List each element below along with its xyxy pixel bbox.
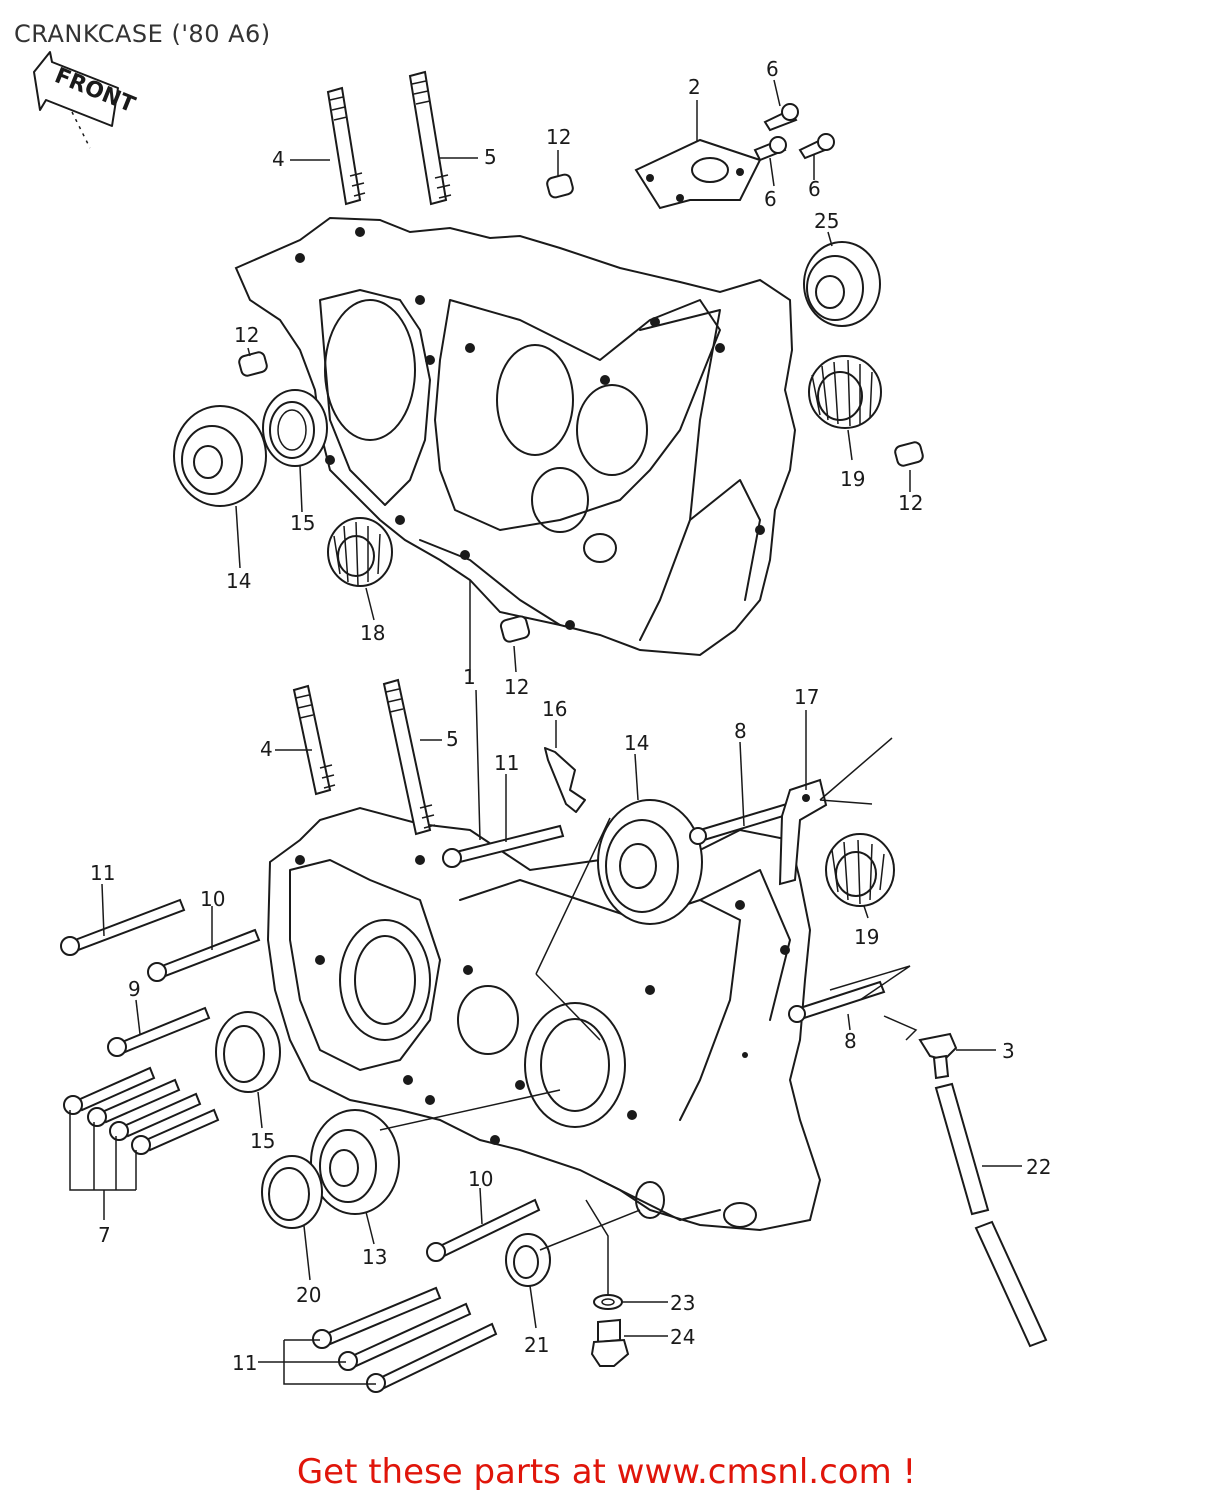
callout-12-left: 12 <box>234 323 259 347</box>
callout-17: 17 <box>794 685 819 709</box>
callout-14-upper: 14 <box>226 569 251 593</box>
bearing-14-lower <box>597 799 703 925</box>
callout-11-upper: 11 <box>494 751 519 775</box>
needle-bearing-18 <box>327 517 393 587</box>
callout-15-upper: 15 <box>290 511 315 535</box>
footer-link[interactable]: Get these parts at www.cmsnl.com ! <box>296 1452 917 1492</box>
callout-9: 9 <box>128 977 141 1001</box>
dowel-12-mid <box>499 615 531 643</box>
callout-12-right: 12 <box>898 491 923 515</box>
callout-4-lower: 4 <box>260 737 273 761</box>
callout-5-lower: 5 <box>446 727 459 751</box>
screws-6 <box>753 103 835 162</box>
bolts-11-bottom <box>312 1286 498 1393</box>
callout-25: 25 <box>814 209 839 233</box>
dowel-12-right <box>894 441 924 467</box>
callout-8-upper: 8 <box>734 719 747 743</box>
callout-23: 23 <box>670 1291 695 1315</box>
seal-15-lower <box>215 1011 281 1093</box>
callout-11-left: 11 <box>90 861 115 885</box>
leader-lines <box>69 79 1022 1385</box>
bearing-13 <box>310 1109 400 1215</box>
callout-1: 1 <box>463 665 476 689</box>
callout-4-upper: 4 <box>272 147 285 171</box>
stud-4-upper <box>326 86 366 206</box>
callout-11-bottom: 11 <box>232 1351 257 1375</box>
upper-crankcase-half <box>234 216 797 657</box>
callout-2: 2 <box>688 75 701 99</box>
callout-labels: 1 2 3 4 4 5 5 6 6 6 7 8 8 9 10 10 11 11 … <box>90 57 1051 1375</box>
callout-12-mid: 12 <box>504 675 529 699</box>
seal-20 <box>261 1155 323 1229</box>
bearing-14-upper <box>173 405 267 507</box>
callout-19-lower: 19 <box>854 925 879 949</box>
bolt-9 <box>107 1006 211 1057</box>
drain-plug-24 <box>590 1318 630 1367</box>
bracket-2 <box>634 138 762 210</box>
callout-5-upper: 5 <box>484 145 497 169</box>
bearing-25 <box>803 241 881 327</box>
crankcase-exploded-diagram: FRONT <box>33 51 1051 1393</box>
bracket-17 <box>778 778 828 886</box>
callout-15-lower: 15 <box>250 1129 275 1153</box>
callout-22: 22 <box>1026 1155 1051 1179</box>
callout-14-lower: 14 <box>624 731 649 755</box>
callout-3: 3 <box>1002 1039 1015 1063</box>
bolt-8-lower <box>788 980 886 1023</box>
callout-21: 21 <box>524 1333 549 1357</box>
callout-7: 7 <box>98 1223 111 1247</box>
washer-23 <box>593 1294 623 1310</box>
callout-13: 13 <box>362 1245 387 1269</box>
bolt-11-left <box>60 898 186 956</box>
callout-20: 20 <box>296 1283 321 1307</box>
stud-5-lower <box>382 678 436 836</box>
dowel-12-left <box>238 351 268 377</box>
bolt-10-left <box>147 928 261 982</box>
hose-22 <box>934 1082 1048 1348</box>
front-label: FRONT <box>51 63 138 118</box>
front-arrow-icon: FRONT <box>33 51 138 149</box>
bolt-11-upper <box>442 824 565 868</box>
stud-5-upper <box>408 70 452 206</box>
seal-21 <box>505 1233 551 1287</box>
bolts-7 <box>63 1066 220 1155</box>
stud-4-lower <box>292 684 336 796</box>
page-title: CRANKCASE ('80 A6) <box>14 20 271 48</box>
needle-bearing-19-lower <box>825 833 895 907</box>
callout-12-top: 12 <box>546 125 571 149</box>
bolt-10-lower <box>426 1198 541 1262</box>
seal-15-upper <box>262 389 328 467</box>
callout-10-lower: 10 <box>468 1167 493 1191</box>
callout-6-top: 6 <box>766 57 779 81</box>
callout-10-left: 10 <box>200 887 225 911</box>
lower-crankcase-half <box>266 806 822 1232</box>
needle-bearing-19-upper <box>808 355 882 429</box>
callout-6-mid: 6 <box>764 187 777 211</box>
callout-16: 16 <box>542 697 567 721</box>
callout-24: 24 <box>670 1325 695 1349</box>
callout-18: 18 <box>360 621 385 645</box>
fitting-3 <box>918 1032 958 1080</box>
clip-16 <box>544 747 586 813</box>
callout-19-upper: 19 <box>840 467 865 491</box>
callout-8-lower: 8 <box>844 1029 857 1053</box>
dowel-12-top <box>546 173 574 199</box>
callout-6-right: 6 <box>808 177 821 201</box>
